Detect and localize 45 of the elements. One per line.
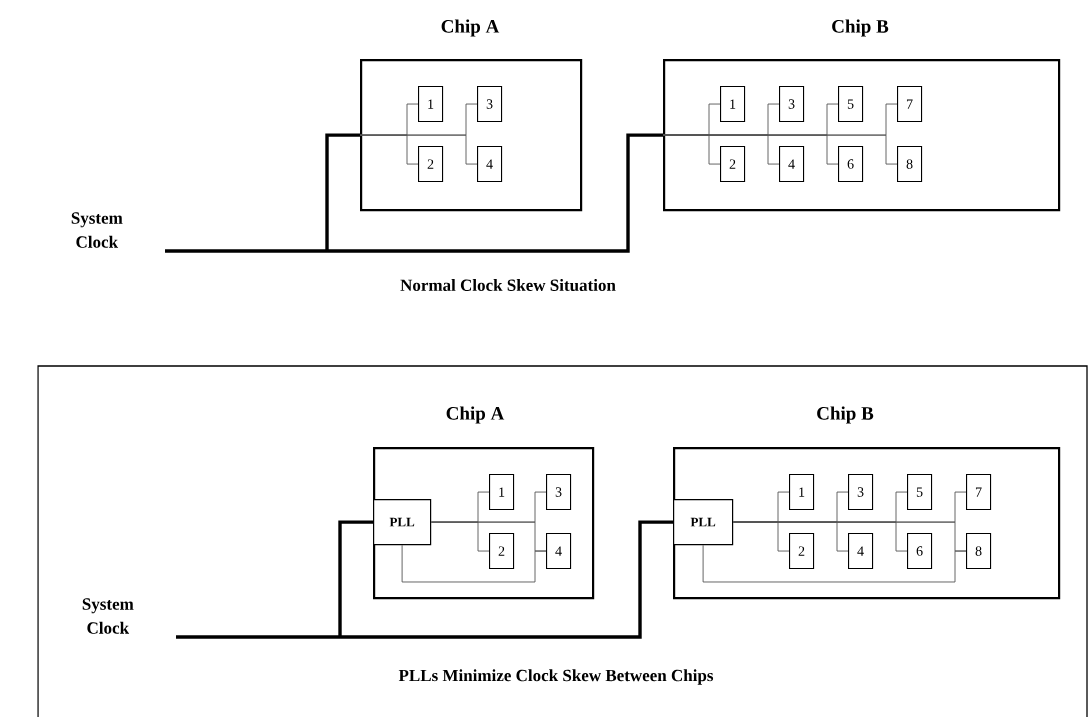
caption: PLLs Minimize Clock Skew Between Chips bbox=[398, 669, 714, 685]
flip-flop-box: 1 bbox=[418, 86, 444, 123]
clock-line bbox=[176, 635, 340, 639]
flip-flop-box: 3 bbox=[848, 474, 874, 511]
pll-box: PLL bbox=[673, 499, 734, 546]
clock-label: System Clock bbox=[82, 598, 134, 634]
chip-label: Chip B bbox=[832, 19, 889, 37]
flip-flop-box: 8 bbox=[966, 533, 992, 570]
clock-line bbox=[327, 133, 663, 253]
flip-flop-box: 4 bbox=[848, 533, 874, 570]
flip-flop-box: 4 bbox=[546, 533, 572, 570]
clock-label: System Clock bbox=[71, 212, 123, 248]
flip-flop-box: 1 bbox=[720, 86, 746, 123]
flip-flop-box: 2 bbox=[720, 146, 746, 183]
flip-flop-box: 5 bbox=[838, 86, 864, 123]
flip-flop-box: 2 bbox=[489, 533, 515, 570]
wire bbox=[662, 134, 898, 165]
feedback-line bbox=[401, 544, 547, 583]
feedback-line bbox=[702, 544, 967, 583]
clock-line bbox=[325, 133, 360, 251]
flip-flop-box: 1 bbox=[789, 474, 815, 511]
caption: Normal Clock Skew Situation bbox=[400, 279, 616, 291]
pll-box: PLL bbox=[373, 499, 432, 546]
chip-label: Chip A bbox=[441, 19, 500, 37]
clock-line bbox=[165, 249, 327, 253]
flip-flop-box: 7 bbox=[966, 474, 992, 511]
flip-flop-box: 3 bbox=[546, 474, 572, 511]
clock-line bbox=[340, 520, 673, 639]
flip-flop-box: 2 bbox=[418, 146, 444, 183]
flip-flop-box: 7 bbox=[897, 86, 923, 123]
flip-flop-box: 1 bbox=[489, 474, 515, 511]
flip-flop-box: 8 bbox=[897, 146, 923, 183]
flip-flop-box: 5 bbox=[907, 474, 933, 511]
flip-flop-box: 2 bbox=[789, 533, 815, 570]
flip-flop-box: 3 bbox=[477, 86, 503, 123]
flip-flop-box: 6 bbox=[838, 146, 864, 183]
chip-label: Chip B bbox=[817, 406, 874, 424]
chip-label: Chip A bbox=[446, 406, 505, 424]
panel-frame bbox=[37, 365, 1088, 717]
flip-flop-box: 4 bbox=[779, 146, 805, 183]
flip-flop-box: 4 bbox=[477, 146, 503, 183]
flip-flop-box: 6 bbox=[907, 533, 933, 570]
flip-flop-box: 3 bbox=[779, 86, 805, 123]
clock-line bbox=[338, 520, 373, 637]
wire bbox=[359, 134, 478, 165]
